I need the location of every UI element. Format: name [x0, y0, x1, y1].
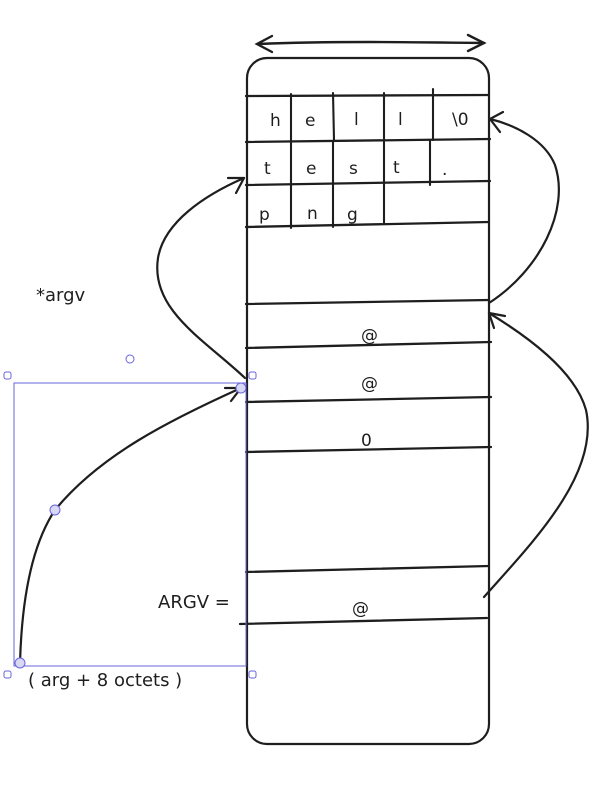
point-handle-end[interactable]	[235, 382, 247, 394]
cell-char: l	[354, 110, 359, 130]
cell-char: t	[393, 158, 400, 178]
arrow-to-test-png[interactable]	[156, 176, 247, 380]
cell-char: .	[442, 160, 447, 180]
resize-handle-bottom-right[interactable]	[248, 670, 257, 679]
pointer-arrows[interactable]	[18, 110, 589, 665]
row-divider	[244, 395, 493, 404]
cell-char: \0	[452, 110, 469, 130]
offset-note-label: ( arg + 8 octets )	[28, 670, 182, 691]
cell-char: h	[270, 111, 281, 131]
arrowhead	[488, 110, 505, 134]
cell-char: t	[264, 159, 271, 179]
arrowhead	[226, 176, 246, 195]
resize-handle-top-right[interactable]	[248, 371, 257, 380]
cell-char: g	[347, 205, 358, 225]
string-row-1: h e l l \0	[270, 110, 469, 131]
selection-box[interactable]	[3, 354, 257, 679]
arrow-argv-to-pointer[interactable]	[482, 311, 589, 599]
point-handle-mid[interactable]	[49, 504, 61, 516]
row-divider	[244, 564, 491, 574]
width-double-arrow[interactable]	[254, 33, 487, 54]
arrow-offset-to-slot[interactable]	[18, 386, 243, 665]
string-row-2: t e s t .	[264, 158, 447, 180]
row-divider	[244, 340, 493, 350]
cell-char: s	[349, 159, 358, 179]
selection-frame	[13, 382, 247, 667]
pointer-slot-3: 0	[361, 431, 372, 451]
cell-char: e	[305, 111, 315, 131]
arrowhead	[487, 311, 507, 330]
rotate-handle[interactable]	[125, 354, 135, 364]
argv-pointer-label: *argv	[36, 285, 86, 306]
row-divider	[238, 616, 489, 626]
resize-handle-bottom-left[interactable]	[3, 670, 12, 679]
row-divider	[244, 137, 492, 144]
cell-char: e	[306, 159, 316, 179]
cell-char: n	[307, 204, 318, 224]
pointer-slot-2: @	[361, 374, 378, 394]
point-handle-start[interactable]	[14, 657, 26, 669]
string-row-3: p n g	[259, 204, 358, 225]
pointer-slot-1: @	[361, 326, 378, 346]
argv-equals-label: ARGV =	[158, 592, 230, 613]
row-divider	[244, 179, 492, 187]
cell-separators	[289, 87, 435, 230]
row-divider	[244, 93, 491, 98]
row-divider	[244, 445, 493, 454]
argv-slot-value: @	[352, 599, 369, 619]
arrow-to-hell[interactable]	[487, 117, 560, 305]
cell-char: p	[259, 205, 270, 225]
resize-handle-top-left[interactable]	[3, 371, 12, 380]
row-divider	[244, 220, 491, 229]
cell-char: l	[398, 110, 403, 130]
row-divider	[244, 298, 491, 306]
row-dividers	[238, 93, 493, 626]
